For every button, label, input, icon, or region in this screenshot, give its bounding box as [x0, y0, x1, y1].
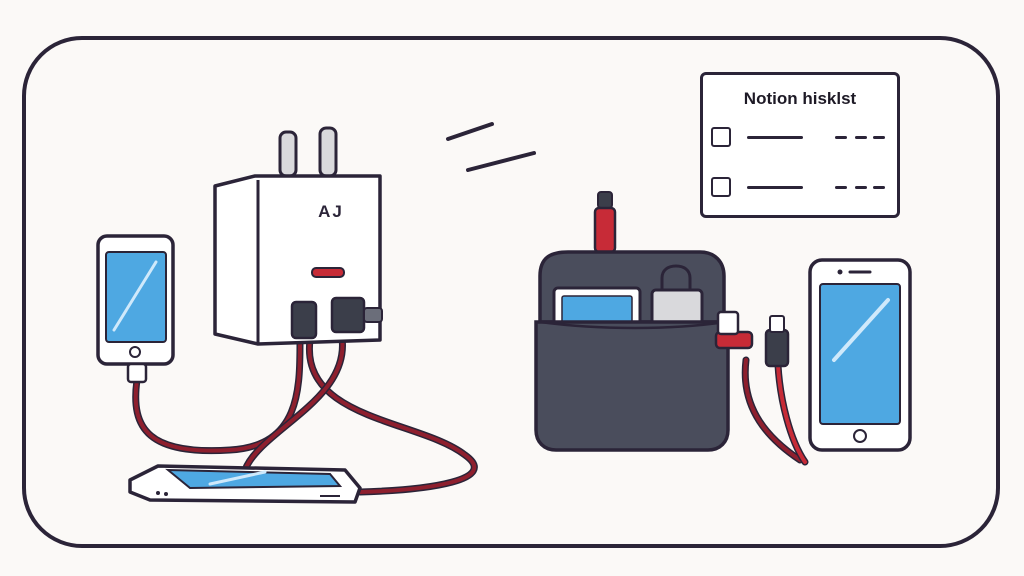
- charger-port-plug-2: [330, 296, 366, 334]
- right-phone-screen: [819, 283, 901, 425]
- checklist-title: Notion hisklst: [743, 89, 857, 108]
- charger-prong-left: [278, 130, 298, 178]
- pouch-side-plug-dark: [764, 328, 790, 368]
- outer-frame: [22, 36, 1000, 548]
- tablet-screen: [165, 468, 343, 490]
- left-phone-plug: [126, 362, 148, 384]
- right-smartphone: [808, 258, 912, 452]
- dash: [873, 136, 885, 139]
- dash: [835, 136, 847, 139]
- checklist-item[interactable]: [711, 177, 891, 201]
- dash: [855, 136, 867, 139]
- checklist-item-placeholder-line: [747, 186, 803, 189]
- checklist-item-placeholder-line: [747, 136, 803, 139]
- right-phone-home-button: [853, 429, 867, 443]
- charger-indicator-light: [311, 267, 345, 278]
- dash: [873, 186, 885, 189]
- charger-label: AJ: [318, 202, 344, 221]
- charger-prong-right: [318, 126, 338, 178]
- travel-pouch: [534, 191, 790, 452]
- motion-lines: [446, 122, 536, 172]
- left-phone-home-button: [129, 346, 141, 358]
- left-smartphone: [96, 234, 175, 384]
- checklist-item[interactable]: [711, 127, 891, 151]
- tablet: [128, 464, 362, 504]
- checkbox[interactable]: [711, 177, 731, 197]
- dash: [835, 186, 847, 189]
- charger-port-plug-1: [290, 300, 318, 340]
- charging-cables: [132, 334, 809, 496]
- pouch-top-cable: [597, 191, 613, 209]
- dash: [855, 186, 867, 189]
- checkbox[interactable]: [711, 127, 731, 147]
- checklist-card: Notion hisklst: [700, 72, 900, 218]
- wall-charger: [213, 126, 383, 346]
